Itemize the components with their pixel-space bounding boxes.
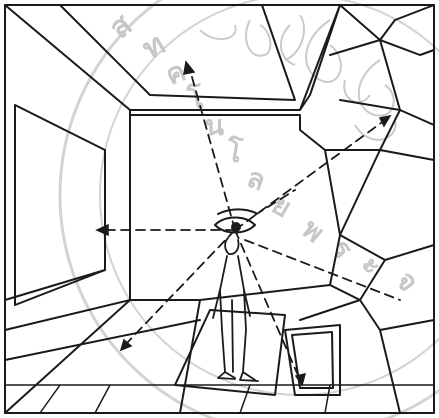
seal-ring-letters: ส ท ค โ น โ ล ย พ ร ะ จ <box>103 7 426 297</box>
svg-text:จ: จ <box>389 265 425 297</box>
seal-emblem <box>200 15 396 140</box>
svg-text:โ: โ <box>184 81 207 117</box>
arrow-down <box>296 374 305 385</box>
arrow-up <box>184 62 194 74</box>
svg-text:น: น <box>205 109 224 142</box>
svg-text:ล: ล <box>243 161 270 198</box>
svg-text:พ: พ <box>296 212 331 249</box>
svg-text:ส: ส <box>103 7 140 46</box>
outer-frame <box>5 5 434 413</box>
sight-lines <box>105 70 400 380</box>
arrow-up-right <box>380 116 390 126</box>
room-outline <box>5 5 434 413</box>
standing-person-figure <box>213 238 258 381</box>
sight-line-floor-left <box>125 230 235 345</box>
eye-icon <box>215 209 256 232</box>
svg-text:โ: โ <box>223 133 246 169</box>
